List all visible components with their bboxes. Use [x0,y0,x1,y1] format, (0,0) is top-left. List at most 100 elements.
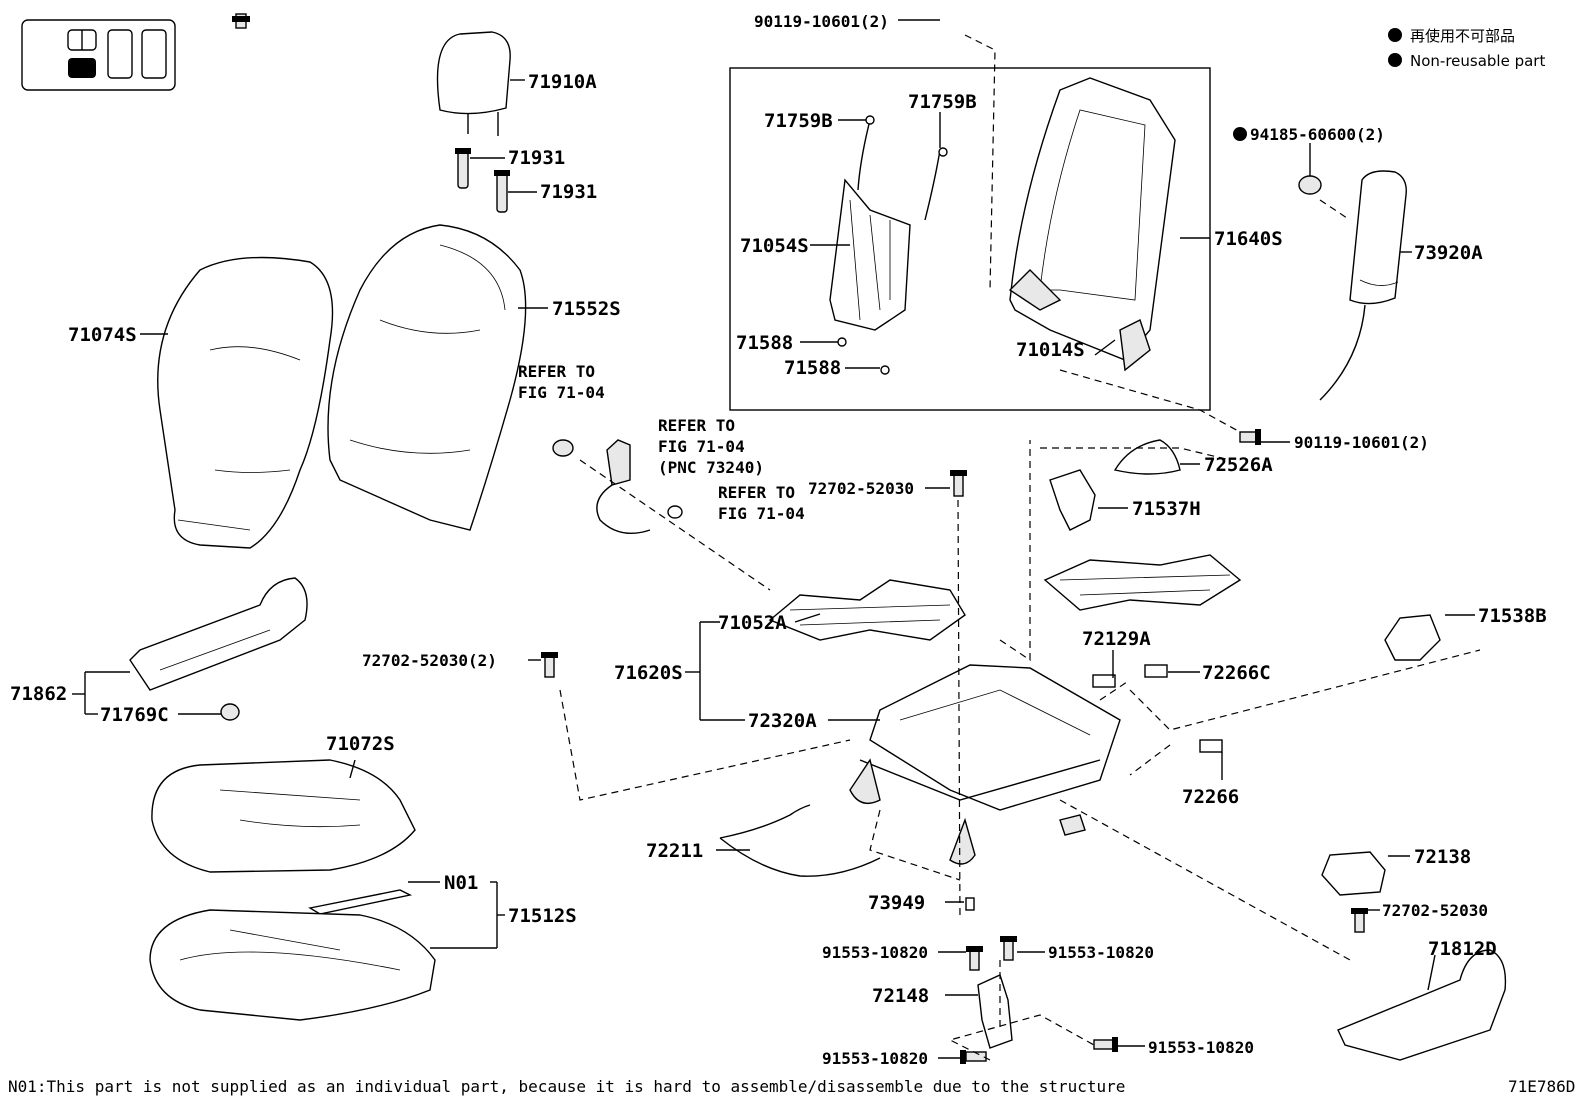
label-71552S: 71552S [552,298,621,320]
nut-71769C [220,703,240,721]
spring-group-right [1043,554,1242,611]
guide-71931-b [494,170,510,213]
label-72129A: 72129A [1082,628,1151,650]
label-71931-b: 71931 [540,181,597,203]
label-91553-d: 91553-10820 [1148,1038,1254,1057]
label-72266: 72266 [1182,786,1239,808]
bolt-90119-top [232,13,250,29]
clip-71588-b [880,365,890,375]
wire-72211 [719,804,881,877]
non-reusable-dot-icon [1388,28,1402,42]
seatback-pad-71552S [327,224,527,531]
label-71759B-right: 71759B [908,91,977,113]
label-72211: 72211 [646,840,703,862]
label-71640S: 71640S [1214,228,1283,250]
spring-71052A [768,579,966,641]
refer-note-3-line2: FIG 71-04 [718,504,805,523]
clip-72266C [1144,664,1168,678]
label-71910A: 71910A [528,71,597,93]
label-71052A: 71052A [718,612,787,634]
label-72526A: 72526A [1204,454,1273,476]
refer-note-2-line1: REFER TO [658,416,735,435]
refer-note-3-line1: REFER TO [718,483,795,502]
non-reusable-dot-icon [1388,53,1402,67]
bracket-72148 [977,974,1013,1049]
label-72702-b: 72702-52030 [1382,901,1488,920]
clip-71759B-right [938,147,948,157]
label-73920A: 73920A [1414,242,1483,264]
cover-72138 [1321,851,1386,896]
side-airbag-73920A [1319,170,1407,401]
label-72148: 72148 [872,985,929,1007]
label-91553-b: 91553-10820 [1048,943,1154,962]
shield-71812D [1337,949,1507,1061]
assembly-dashed-lines [559,34,1481,1061]
label-72320A: 72320A [748,710,817,732]
footer-note: N01:This part is not supplied as an indi… [8,1077,1125,1096]
diagram-code: 71E786D [1508,1077,1575,1096]
seatback-frame-71640S [1008,77,1176,372]
legend: 再使用不可部品 Non-reusable part [1388,27,1545,70]
bracket-71537H [1049,469,1096,531]
bolt-90119-mid [1239,429,1261,445]
label-71931-a: 71931 [508,147,565,169]
legend-english: Non-reusable part [1410,52,1545,70]
label-71620S: 71620S [614,662,683,684]
label-71014S: 71014S [1016,339,1085,361]
bolt-91553-d [1093,1037,1118,1052]
label-71054S: 71054S [740,235,809,257]
nut-94185 [1298,175,1322,195]
label-94185: 94185-60600(2) [1250,125,1385,144]
bolt-72702-upper [950,470,967,497]
label-71588-a: 71588 [736,332,793,354]
bolt-91553-c [960,1050,987,1064]
clip-71759B-left [865,115,875,125]
cushion-cover-71072S [151,759,416,873]
label-71812D: 71812D [1428,938,1497,960]
headrest-71910A [436,31,511,136]
refer-note-2-line3: (PNC 73240) [658,458,764,477]
non-reusable-dot-icon [1233,127,1247,141]
cover-72526A [1113,439,1181,475]
label-90119-mid: 90119-10601(2) [1294,433,1429,452]
pin-73949 [965,897,975,911]
label-71512S: 71512S [508,905,577,927]
shield-71862 [129,577,308,691]
label-72138: 72138 [1414,846,1471,868]
guide-71931-a [455,148,471,189]
seat-position-icon [21,19,176,91]
seat-track-72320A [849,664,1121,865]
clip-72129A [1092,674,1116,688]
label-72266C: 72266C [1202,662,1271,684]
buckle-refer-73240 [596,439,651,534]
label-71862: 71862 [10,683,67,705]
seatback-cover-71074S [157,256,334,549]
bolt-72702-2 [541,652,558,678]
label-72702-2: 72702-52030(2) [362,651,497,670]
label-91553-c: 91553-10820 [822,1049,928,1068]
label-71074S: 71074S [68,324,137,346]
refer-nut-1 [552,439,574,457]
bracket-71538B [1384,614,1441,661]
label-71072S: 71072S [326,733,395,755]
cushion-pad-71512S [149,909,436,1021]
label-71538B: 71538B [1478,605,1547,627]
label-71769C: 71769C [100,704,169,726]
wire-N01 [308,889,413,915]
label-71759B-left: 71759B [764,110,833,132]
bolt-72702-lower [1351,908,1368,933]
label-72702-a: 72702-52030 [808,479,914,498]
refer-clip-3 [667,505,683,519]
label-71588-b: 71588 [784,357,841,379]
refer-note-1-line1: REFER TO [518,362,595,381]
refer-note-2-line2: FIG 71-04 [658,437,745,456]
refer-note-1-line2: FIG 71-04 [518,383,605,402]
spring-assembly-71054S [829,119,941,331]
label-71537H: 71537H [1132,498,1201,520]
label-73949: 73949 [868,892,925,914]
clip-71588-a [837,337,847,347]
clip-72266 [1199,739,1223,753]
label-91553-a: 91553-10820 [822,943,928,962]
legend-japanese: 再使用不可部品 [1410,27,1515,45]
